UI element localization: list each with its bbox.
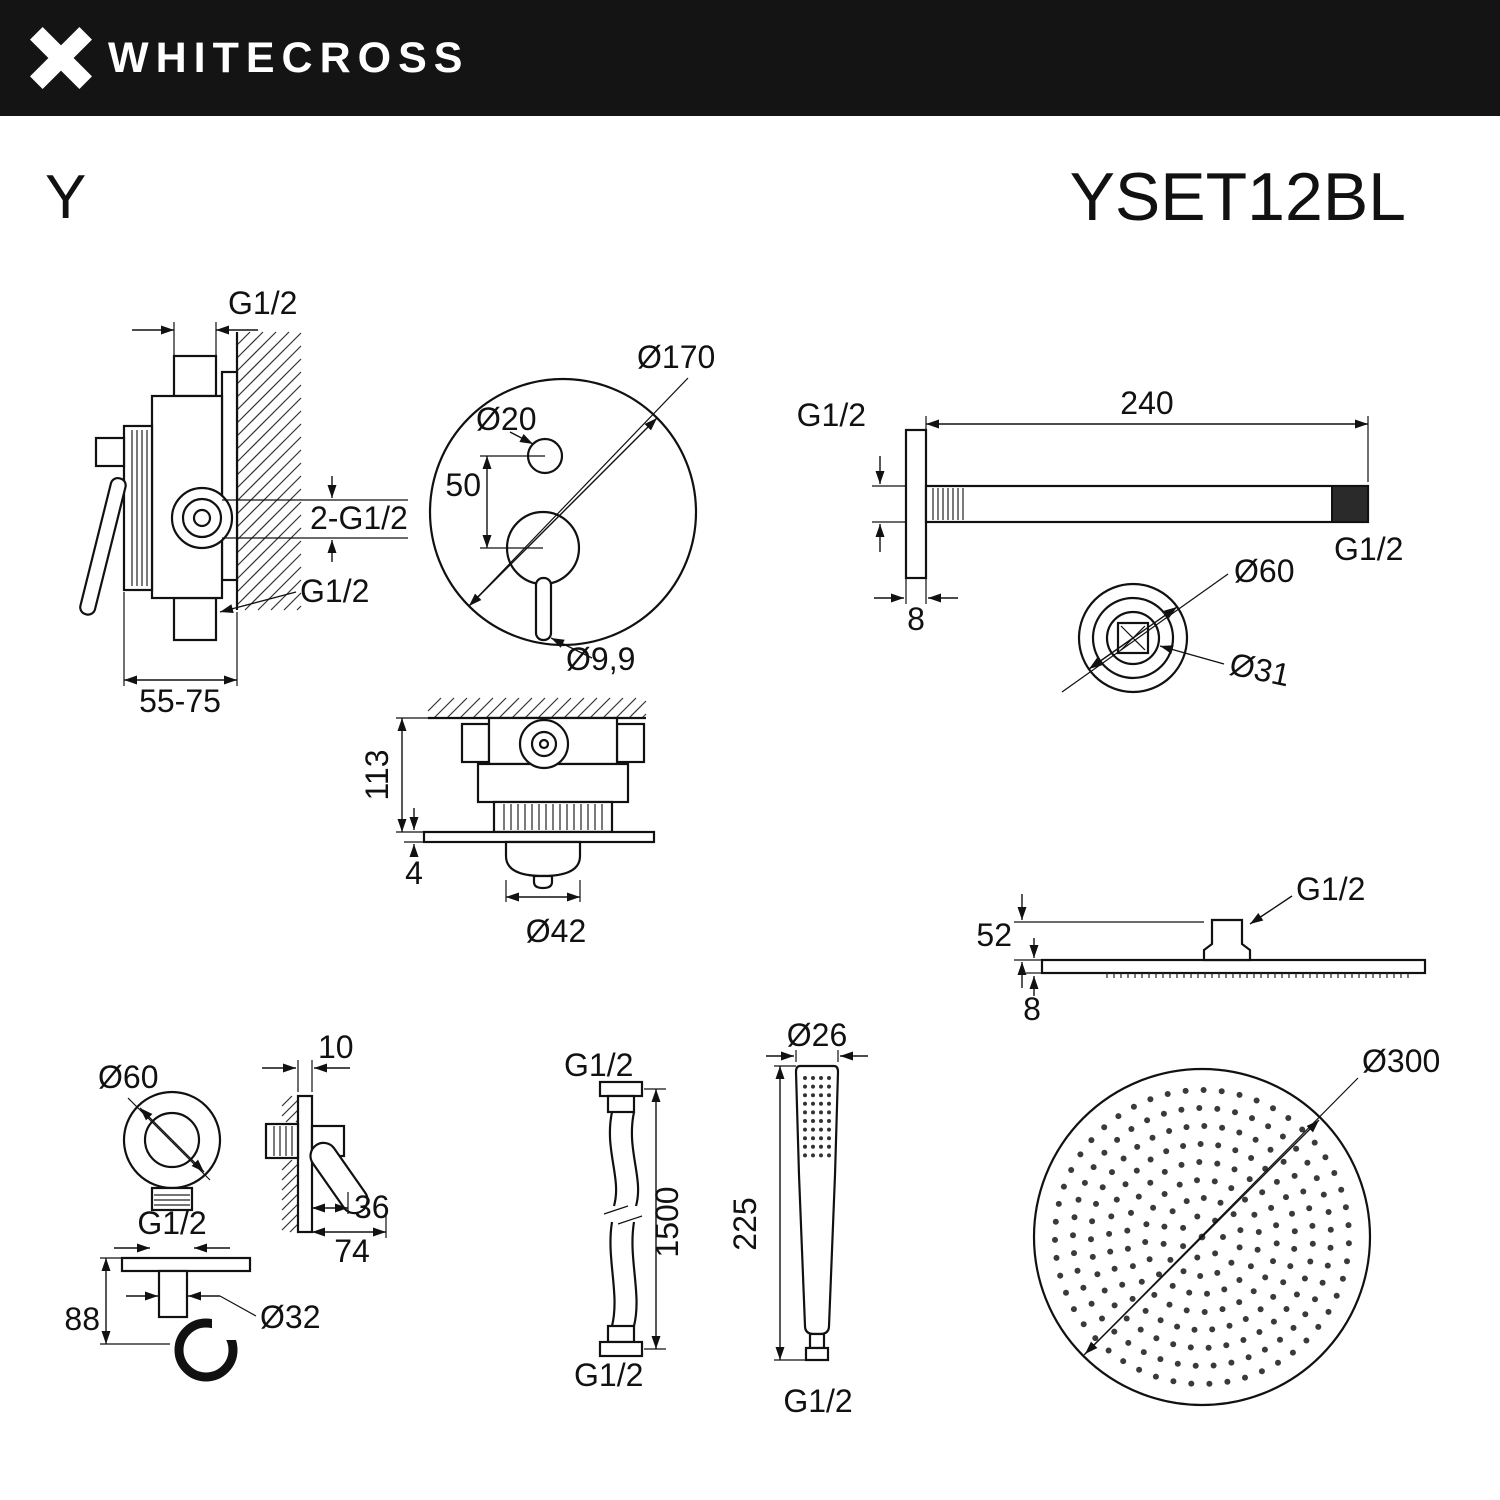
dim-arm-end-thread: G1/2 <box>1334 531 1403 567</box>
dim-outlet-flange-diameter: Ø60 <box>98 1059 158 1095</box>
dim-hose-length: 1500 <box>649 1186 685 1257</box>
mixer-depth-view: 113 4 Ø42 <box>359 697 656 949</box>
dim-arm-outer-diameter: Ø60 <box>1234 553 1294 589</box>
dim-hose-top-thread: G1/2 <box>564 1047 633 1083</box>
overhead-shower-top-view: Ø300 <box>1032 1043 1440 1407</box>
dim-mixer-bottom-thread: G1/2 <box>300 573 369 609</box>
shower-arm-view: 240 G1/2 8 G1/2 Ø60 Ø31 <box>797 385 1404 693</box>
hand-shower-view: Ø26 225 G1/2 <box>727 1017 868 1419</box>
dim-outlet-body-diameter: Ø32 <box>260 1299 320 1335</box>
dim-hose-bottom-thread: G1/2 <box>574 1357 643 1393</box>
dim-arm-inner-diameter: Ø31 <box>1227 646 1294 694</box>
dim-outlet-offset: 36 <box>354 1189 390 1225</box>
dim-arm-flange: 8 <box>907 601 925 637</box>
dim-escutcheon-diameter: Ø42 <box>526 913 586 949</box>
spray-face-dots <box>803 1076 831 1158</box>
dim-handshower-diameter: Ø26 <box>787 1017 847 1053</box>
dim-head-thickness: 8 <box>1023 991 1041 1027</box>
dim-handle-diameter: Ø9,9 <box>566 641 635 677</box>
wall-outlet-views: Ø60 G1/2 88 Ø32 <box>64 1029 390 1382</box>
shower-hose-view: G1/2 1500 G1/2 <box>564 1047 685 1393</box>
dim-handshower-thread: G1/2 <box>783 1383 852 1419</box>
trim-plate-front-view: Ø170 Ø20 50 Ø9,9 <box>428 339 715 677</box>
dim-arm-wall-thread: G1/2 <box>797 397 866 433</box>
mixer-side-view: G1/2 2-G1/2 G1/2 55-75 <box>79 285 408 719</box>
series-title: Y <box>45 163 86 232</box>
model-title: YSET12BL <box>1070 159 1406 235</box>
dim-mixer-conn-thread: 2-G1/2 <box>310 500 408 536</box>
whitecross-logo-icon <box>30 27 92 89</box>
dim-outlet-height: 88 <box>64 1301 100 1337</box>
dim-outlet-thread: G1/2 <box>137 1205 206 1241</box>
dim-plate-thickness: 4 <box>405 855 423 891</box>
dim-head-diameter: Ø300 <box>1362 1043 1440 1079</box>
header-bar: WHITECROSS <box>0 0 1500 116</box>
dim-head-thread: G1/2 <box>1296 871 1365 907</box>
dim-outlet-width: 74 <box>334 1233 370 1269</box>
brand-name: WHITECROSS <box>108 33 470 82</box>
dim-mixer-depth: 55-75 <box>139 683 221 719</box>
dim-head-height: 52 <box>976 917 1012 953</box>
dim-button-diameter: Ø20 <box>476 401 536 437</box>
dim-mixer-top-thread: G1/2 <box>228 285 297 321</box>
dim-handshower-length: 225 <box>727 1197 763 1250</box>
nozzle-dots <box>1052 1087 1352 1387</box>
overhead-shower-side-view: G1/2 52 8 <box>976 871 1427 1027</box>
dim-outlet-plate-thickness: 10 <box>318 1029 354 1065</box>
dim-button-offset: 50 <box>445 467 481 503</box>
dim-valve-height: 113 <box>359 749 395 800</box>
dim-arm-length: 240 <box>1120 385 1173 421</box>
dim-plate-diameter: Ø170 <box>637 339 715 375</box>
